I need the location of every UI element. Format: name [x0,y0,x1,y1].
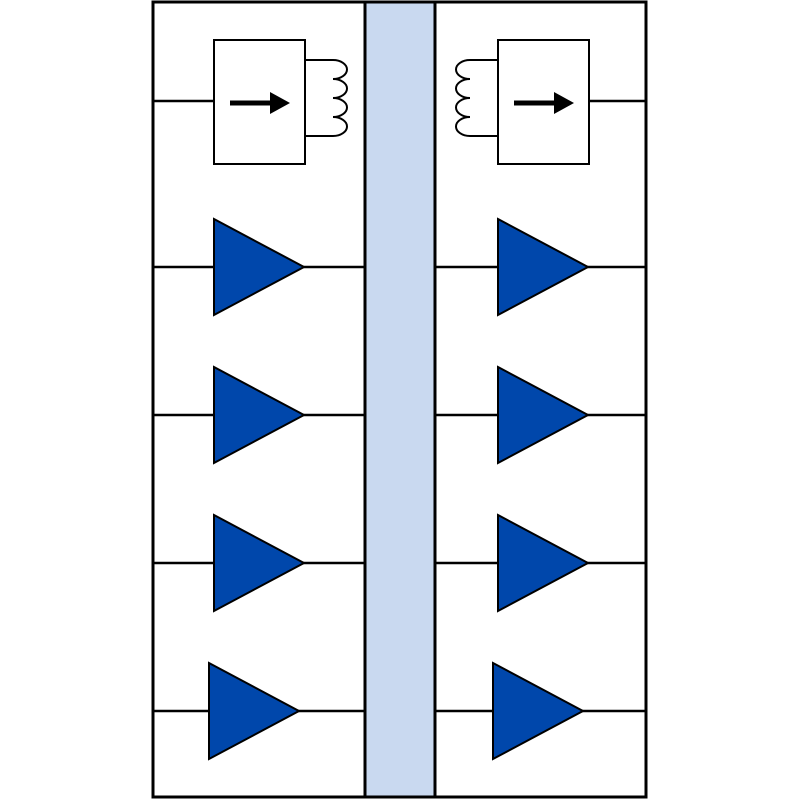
amplifier-triangle-icon [497,217,591,317]
amplifier-triangle-icon [497,513,591,613]
right-amplifier-row [435,365,646,465]
amplifier-triangle-icon [213,365,307,465]
central-bus [363,0,437,799]
amplifier-triangle-icon [208,661,302,761]
right-arrow-icon [514,92,574,114]
coil-icon [305,59,348,137]
amplifier-triangle-icon [497,365,591,465]
amplifier-triangle-icon [213,513,307,613]
left-isolator [153,39,348,165]
right-amplifier-row [435,661,646,761]
right-amplifier-row [435,513,646,613]
amplifier-triangle-icon [492,661,586,761]
left-amplifier-row [153,217,365,317]
right-amplifier-row [435,217,646,317]
amplifier-triangle-icon [213,217,307,317]
left-amplifier-row [153,661,365,761]
right-arrow-icon [230,92,290,114]
left-amplifier-row [153,365,365,465]
coil-icon [455,59,498,137]
right-isolator [455,39,646,165]
left-amplifier-row [153,513,365,613]
amplifier-group [153,217,646,761]
